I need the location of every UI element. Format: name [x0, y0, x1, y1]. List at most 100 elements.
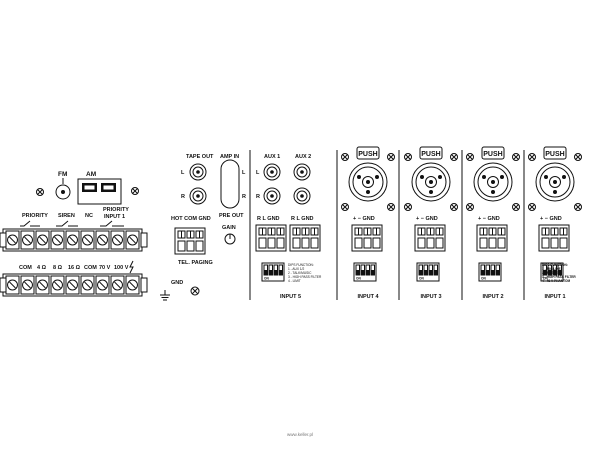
dip-switch[interactable]: ON — [540, 262, 564, 282]
balanced-input-plug[interactable] — [414, 224, 446, 252]
priority-input-label-1: PRIORITY — [103, 207, 129, 213]
screw-terminal[interactable] — [20, 230, 35, 250]
tape-l-label: L — [181, 170, 185, 176]
xlr-combo-jack[interactable] — [535, 162, 575, 202]
input5-dip-text: 1 - AUX 1/2 — [288, 267, 305, 271]
tel-paging-terminal[interactable] — [174, 227, 206, 255]
screw-icon — [512, 153, 520, 161]
watermark: www.keller.pl — [287, 432, 313, 437]
xlr-push-latch[interactable] — [543, 146, 567, 160]
screw-icon — [404, 203, 412, 211]
screw-terminal[interactable] — [50, 275, 65, 295]
aux1-rlgnd-label: R L GND — [257, 216, 280, 222]
xlr-push-latch[interactable] — [356, 146, 380, 160]
screw-icon — [450, 203, 458, 211]
out-label-com2: COM — [84, 265, 97, 271]
am-label: AM — [86, 171, 96, 178]
screw-icon — [512, 203, 520, 211]
screw-icon — [341, 153, 349, 161]
xlr-push-latch[interactable] — [481, 146, 505, 160]
fm-label: FM — [58, 171, 67, 178]
screw-icon — [404, 153, 412, 161]
aux2-terminal-plug[interactable] — [289, 224, 321, 252]
screw-terminal[interactable] — [80, 275, 95, 295]
dip-on-label: ON — [481, 277, 486, 281]
gnd-label: GND — [171, 280, 183, 286]
svg-text:2 - PHASE: 2 - PHASE — [542, 271, 558, 275]
amp-r-label: R — [242, 194, 246, 200]
screw-terminal[interactable] — [110, 275, 125, 295]
screw-terminal[interactable] — [5, 230, 20, 250]
tape-out-l-jack[interactable] — [189, 163, 207, 181]
push-label: PUSH — [358, 151, 377, 158]
screw-icon — [341, 203, 349, 211]
screw-icon — [450, 153, 458, 161]
screw-terminal[interactable] — [110, 230, 125, 250]
screw-terminal[interactable] — [95, 275, 110, 295]
screw-terminal[interactable] — [35, 230, 50, 250]
priority-input-label-2: INPUT 1 — [104, 214, 125, 220]
plus-minus-gnd-label: + − GND — [540, 216, 562, 222]
input5-section: AUX 1 AUX 2 L R R L GND R L GND ON DIPS … — [255, 154, 322, 300]
screw-terminal[interactable] — [80, 230, 95, 250]
screw-terminal[interactable] — [125, 275, 140, 295]
input-title: INPUT 3 — [420, 294, 441, 300]
aux1-r-jack[interactable] — [263, 187, 281, 205]
amp-l-label: L — [242, 170, 246, 176]
aux1-label: AUX 1 — [264, 154, 280, 160]
priority-screw-terminals[interactable] — [0, 228, 148, 252]
dip-on-label: ON — [264, 277, 269, 281]
input5-dip-switch[interactable]: ON — [261, 262, 285, 282]
balanced-input-plug[interactable] — [538, 224, 570, 252]
aux1-terminal-plug[interactable] — [255, 224, 287, 252]
aux-l-label: L — [256, 170, 260, 176]
screw-terminal[interactable] — [95, 230, 110, 250]
siren-label: SIREN — [58, 213, 75, 219]
dip-switch[interactable]: ON — [261, 262, 285, 282]
high-voltage-icon — [129, 260, 134, 274]
screw-icon — [466, 153, 474, 161]
svg-text:DIPS FUNCTION:: DIPS FUNCTION: — [542, 263, 568, 267]
screw-icon — [528, 203, 536, 211]
tel-paging-label: TEL. PAGING — [178, 260, 213, 266]
input5-dip-text: 2 - TALK/MUSIC — [288, 271, 312, 275]
dip-on-label: ON — [356, 277, 361, 281]
screw-terminal[interactable] — [20, 275, 35, 295]
tel-paging-plug[interactable] — [174, 227, 206, 255]
xlr-combo-jack[interactable] — [348, 162, 388, 202]
gain-label: GAIN — [222, 225, 236, 231]
tape-r-label: R — [181, 194, 185, 200]
tape-out-label: TAPE OUT — [186, 154, 214, 160]
screw-terminal[interactable] — [50, 230, 65, 250]
xlr-push-latch[interactable] — [419, 146, 443, 160]
hot-com-gnd-label: HOT COM GND — [171, 216, 211, 222]
screw-terminal[interactable] — [65, 230, 80, 250]
dip-switch[interactable]: ON — [478, 262, 502, 282]
screw-terminal[interactable] — [35, 275, 50, 295]
aux1-l-jack[interactable] — [263, 163, 281, 181]
xlr-combo-jack[interactable] — [473, 162, 513, 202]
input5-dip-text: 4 - LIMIT — [288, 279, 301, 283]
balanced-input-plug[interactable] — [351, 224, 383, 252]
speaker-screw-terminals[interactable] — [0, 273, 148, 297]
dip-switch[interactable]: ON — [353, 262, 377, 282]
dip-switch[interactable]: ON — [416, 262, 440, 282]
xlr-combo-jack[interactable] — [411, 162, 451, 202]
amp-in-jumper[interactable] — [220, 159, 240, 209]
balanced-input-plug[interactable] — [476, 224, 508, 252]
screw-terminal[interactable] — [65, 275, 80, 295]
aux2-l-jack[interactable] — [293, 163, 311, 181]
aux2-r-jack[interactable] — [293, 187, 311, 205]
pre-out-label: PRE OUT — [219, 213, 244, 219]
plus-minus-gnd-label: + − GND — [416, 216, 438, 222]
push-label: PUSH — [421, 151, 440, 158]
screw-terminal[interactable] — [125, 230, 140, 250]
input-title: INPUT 2 — [482, 294, 503, 300]
screw-terminal[interactable] — [5, 275, 20, 295]
input-channel-3: PUSH + − GND ON INPUT 3 — [404, 146, 458, 300]
screw-icon — [574, 203, 582, 211]
tape-out-r-jack[interactable] — [189, 187, 207, 205]
